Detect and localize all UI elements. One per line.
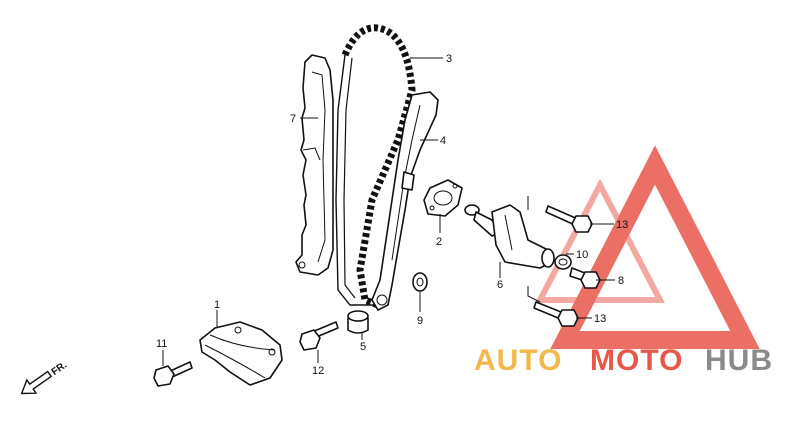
watermark-auto: AUTO — [474, 344, 562, 377]
front-direction-indicator: FR. — [20, 360, 70, 395]
watermark-logo — [535, 145, 760, 349]
callout-2: 2 — [436, 236, 442, 248]
logo-triangle-inner — [535, 178, 665, 303]
chain-guide-part-7 — [295, 54, 334, 276]
bolt-part-11 — [153, 361, 193, 387]
callout-10: 10 — [576, 249, 588, 261]
callout-1: 1 — [214, 299, 220, 311]
bolt-part-13-upper — [545, 205, 593, 233]
bolt-part-12 — [299, 321, 339, 351]
callout-labels: 1 2 3 4 5 6 7 8 9 10 11 12 13 13 — [156, 53, 628, 377]
callout-12: 12 — [312, 365, 324, 377]
callout-11: 11 — [156, 338, 167, 350]
watermark-hub: HUB — [705, 344, 773, 377]
lower-guide-part-1 — [199, 321, 283, 386]
watermark-text: AUTO MOTO HUB — [474, 344, 773, 377]
cam-chain-part-3 — [335, 24, 416, 309]
callout-8: 8 — [618, 275, 624, 287]
o-ring-part-10 — [554, 254, 572, 270]
front-arrow-icon — [20, 370, 53, 395]
callout-13-upper: 13 — [616, 219, 628, 231]
callout-4: 4 — [440, 135, 446, 147]
callout-6: 6 — [497, 279, 503, 291]
callout-5: 5 — [360, 341, 366, 353]
washer-part-9 — [412, 272, 428, 292]
bolt-part-13-lower — [533, 301, 579, 327]
bolt-part-8 — [569, 267, 601, 289]
tensioner-arm-part-4 — [371, 91, 439, 311]
collar-part-5 — [347, 310, 369, 334]
tensioner-lifter-part-6 — [464, 204, 555, 269]
watermark-moto: MOTO — [590, 344, 683, 377]
leader-lines — [162, 57, 615, 366]
gasket-part-2 — [423, 179, 463, 217]
callout-13-lower: 13 — [594, 313, 606, 325]
callout-3: 3 — [446, 53, 452, 65]
front-label: FR. — [50, 360, 70, 378]
logo-triangle-outer — [550, 145, 760, 349]
callout-9: 9 — [417, 315, 423, 327]
callout-7: 7 — [290, 113, 296, 125]
